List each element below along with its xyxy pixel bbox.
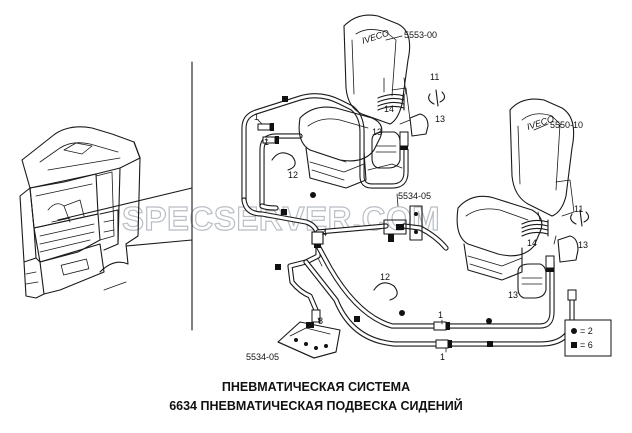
square-marker [487,341,493,347]
label-bottom-code: 5534-05 [246,352,279,362]
legend-square-icon [571,342,577,348]
label-8: 8 [318,316,323,326]
fitting [311,309,321,323]
label-12-bottom: 12 [380,272,390,282]
legend-circle-text: = 2 [580,326,593,336]
air-spring-coil-top [377,93,405,111]
label-4: 4 [322,228,327,238]
caption-line-1: ПНЕВМАТИЧЕСКАЯ СИСТЕМА [222,380,410,394]
bottom-valve-block [277,321,341,359]
passenger-seat-right [456,98,575,281]
label-13-clip-right: 13 [578,240,588,250]
legend-circle-icon [571,328,577,334]
legend-square-text: = 6 [580,340,593,350]
pressure-valve [383,205,423,242]
fitting [400,146,408,150]
label-seat-top-code: 5553-00 [404,30,437,40]
label-13-spring-right: 13 [508,290,518,300]
fitting [270,123,274,131]
fitting [433,321,447,331]
caption-line-2: 6634 ПНЕВМАТИЧЕСКАЯ ПОДВЕСКА СИДЕНИЙ [169,398,463,413]
circle-marker [310,192,316,198]
clamp-12-bottom [373,282,398,301]
fitting [257,123,271,131]
label-11-right: 11 [574,204,583,214]
square-marker [281,209,287,215]
square-marker [275,264,281,270]
fitting [567,289,577,301]
label-11-top: 11 [430,72,439,82]
leader-lines [257,35,557,353]
label-1-c: 1 [438,310,443,320]
fitting [435,339,449,349]
hose-clip-top [409,113,429,137]
air-spring-top [367,131,403,171]
label-1-b: 1 [264,137,269,147]
circle-marker [399,310,405,316]
part-labels: 5553-00 5550-10 5534-05 5534-05 11 14 13… [246,30,588,362]
clamp-11-right [570,209,590,227]
label-1-a: 1 [254,112,259,122]
pipe-fittings [257,123,577,349]
label-12-top: 12 [288,170,298,180]
circle-marker [486,318,492,324]
square-marker [354,316,360,322]
driver-seat-top [298,14,411,189]
label-13-clip-top: 13 [435,114,445,124]
label-seat-right-code: 5550-10 [550,120,583,130]
hose-clip-right [557,235,579,263]
label-14-right: 14 [527,238,537,248]
label-13-spring-top: 13 [372,127,382,137]
truck-cab-illustration [19,126,141,299]
quantity-markers [275,96,493,347]
clamp-12-top [271,152,296,171]
air-spring-right [517,263,547,299]
label-1-d: 1 [440,352,445,362]
air-spring-coil-right [521,219,549,237]
fitting [399,131,409,147]
label-14-top: 14 [384,104,394,114]
fitting [275,136,279,144]
fitting [545,255,555,269]
square-marker [282,96,288,102]
clamp-11-top [428,89,446,107]
legend-box: = 2 = 6 [564,319,612,357]
callout-bracket [57,61,193,331]
label-valve-code: 5534-05 [398,191,431,201]
